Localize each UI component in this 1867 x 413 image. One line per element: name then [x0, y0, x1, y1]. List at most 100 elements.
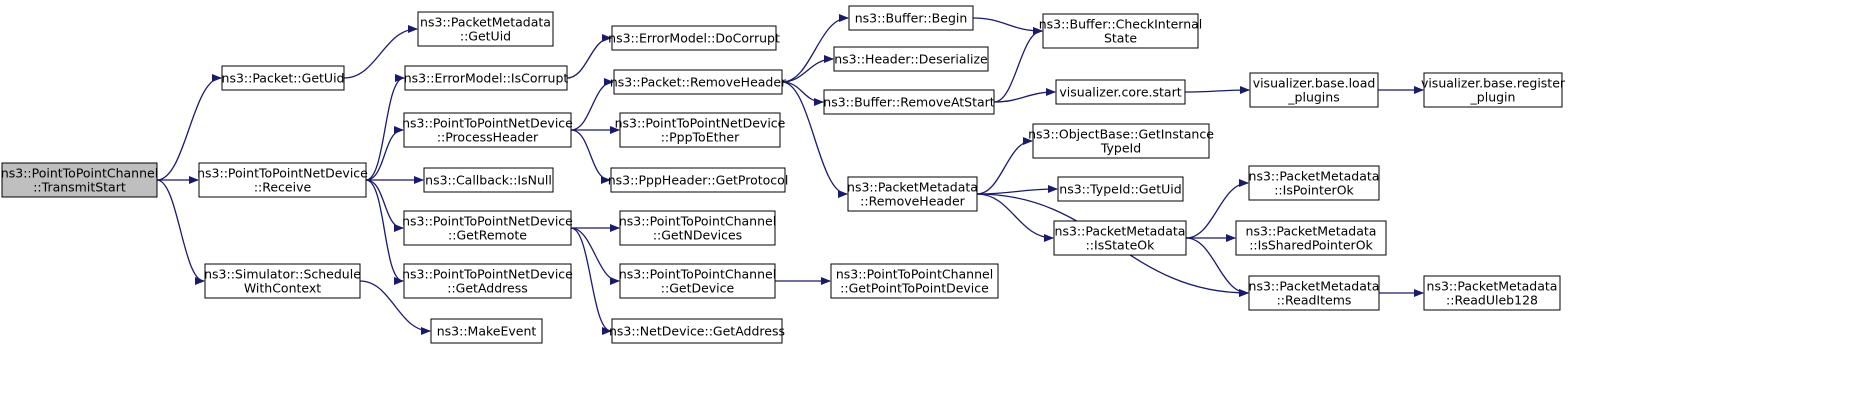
node-p2pnd-getaddress[interactable]: ns3::PointToPointNetDevice::GetAddress: [402, 263, 573, 299]
node-p2pch-getp2pdevice[interactable]: ns3::PointToPointChannel::GetPointToPoin…: [830, 263, 999, 299]
node-label-line: ns3::PacketMetadata: [1249, 169, 1380, 184]
node-label-line: ::IsSharedPointerOk: [1249, 238, 1373, 253]
node-label-line: ns3::PointToPointNetDevice: [615, 116, 786, 131]
node-callback-isnull[interactable]: ns3::Callback::IsNull: [423, 167, 554, 193]
node-box: [847, 176, 978, 212]
node-box: [1423, 72, 1563, 108]
node-p2pch-getndevices[interactable]: ns3::PointToPointChannel::GetNDevices: [619, 210, 776, 246]
edge-pm-isstateok-to-pm-ispointerok: [1185, 179, 1249, 239]
node-box: [1053, 220, 1187, 256]
node-label-line: ns3::PointToPointNetDevice: [402, 214, 573, 229]
node-label-line: ns3::ObjectBase::GetInstance: [1028, 127, 1214, 142]
node-box: [848, 5, 974, 31]
node-label-line: ns3::PointToPointChannel: [619, 214, 776, 229]
node-label-line: ::PppToEther: [661, 130, 740, 145]
node-box: [610, 167, 786, 193]
node-pm-isstateok[interactable]: ns3::PacketMetadata::IsStateOk: [1053, 220, 1187, 256]
node-label-line: ns3::NetDevice::GetAddress: [609, 324, 785, 339]
edge-sim-schedule-to-make-event: [359, 280, 431, 335]
node-header-deserialize[interactable]: ns3::Header::Deserialize: [833, 46, 989, 72]
node-label-line: ns3::Callback::IsNull: [425, 173, 552, 188]
node-box: [1248, 165, 1380, 201]
node-label-line: ns3::PointToPointNetDevice: [402, 116, 573, 131]
node-label-line: ns3::Buffer::RemoveAtStart: [823, 95, 995, 110]
edge-packet-getuid-to-pm-getuid: [343, 25, 418, 79]
node-pm-readitems[interactable]: ns3::PacketMetadata::ReadItems: [1248, 275, 1380, 311]
node-box: [1, 162, 158, 198]
node-p2pnd-getremote[interactable]: ns3::PointToPointNetDevice::GetRemote: [402, 210, 573, 246]
node-label-line: ::GetDevice: [661, 281, 735, 296]
edge: [993, 27, 1043, 103]
node-pm-readuleb128[interactable]: ns3::PacketMetadata::ReadUleb128: [1423, 275, 1561, 311]
node-packet-getuid[interactable]: ns3::Packet::GetUid: [221, 65, 345, 91]
node-label-line: ns3::Buffer::Begin: [855, 11, 968, 26]
edge: [570, 78, 614, 131]
edge-p2pnd-receive-to-em-iscorrupt: [365, 74, 405, 181]
node-buffer-begin[interactable]: ns3::Buffer::Begin: [848, 5, 974, 31]
node-box: [619, 112, 781, 148]
node-label-line: ns3::TypeId::GetUid: [1059, 182, 1181, 197]
node-label-line: ::GetAddress: [447, 281, 527, 296]
node-pppheader-getprotocol[interactable]: ns3::PppHeader::GetProtocol: [608, 167, 789, 193]
node-box: [833, 46, 989, 72]
node-em-docorrupt[interactable]: ns3::ErrorModel::DoCorrupt: [608, 25, 780, 51]
node-vis-base-register[interactable]: visualizer.base.register_plugin: [1421, 72, 1566, 108]
node-transmit-start[interactable]: ns3::PointToPointChannel::TransmitStart: [1, 162, 158, 198]
edge-buffer-begin-to-buffer-checkinternal: [972, 17, 1043, 35]
node-packet-removeheader[interactable]: ns3::Packet::RemoveHeader: [610, 69, 787, 95]
node-box: [403, 112, 572, 148]
node-make-event[interactable]: ns3::MakeEvent: [430, 318, 543, 344]
node-p2pnd-ppptoether[interactable]: ns3::PointToPointNetDevice::PppToEther: [615, 112, 786, 148]
edge-em-iscorrupt-to-em-docorrupt: [566, 34, 612, 79]
edge: [976, 137, 1033, 195]
node-buffer-removeatstart[interactable]: ns3::Buffer::RemoveAtStart: [823, 89, 995, 115]
edge-p2pnd-processheader-to-packet-removeheader: [570, 78, 614, 131]
node-pm-getuid[interactable]: ns3::PacketMetadata::GetUid: [417, 11, 554, 47]
node-label-line: visualizer.base.register: [1421, 76, 1566, 91]
node-pm-ispointerok[interactable]: ns3::PacketMetadata::IsPointerOk: [1248, 165, 1380, 201]
node-p2pnd-receive[interactable]: ns3::PointToPointNetDevice::Receive: [197, 162, 368, 198]
node-p2pch-getdevice[interactable]: ns3::PointToPointChannel::GetDevice: [619, 263, 776, 299]
node-label-line: ::ProcessHeader: [437, 130, 539, 145]
node-vis-core-start[interactable]: visualizer.core.start: [1055, 79, 1186, 105]
node-box: [1042, 13, 1199, 49]
node-pm-issharedpointerok[interactable]: ns3::PacketMetadata::IsSharedPointerOk: [1235, 220, 1387, 256]
node-label-line: ::IsStateOk: [1086, 238, 1156, 253]
node-label-line: ns3::PacketMetadata: [420, 15, 551, 30]
edge: [993, 88, 1056, 103]
node-label-line: ns3::Packet::RemoveHeader: [610, 75, 787, 90]
edge: [156, 179, 205, 285]
edge: [570, 227, 620, 285]
node-vis-base-load[interactable]: visualizer.base.load_plugins: [1249, 72, 1379, 108]
node-label-line: ns3::MakeEvent: [437, 324, 537, 339]
edge: [1185, 179, 1249, 239]
node-em-iscorrupt[interactable]: ns3::ErrorModel::IsCorrupt: [404, 65, 569, 91]
edge: [1185, 237, 1249, 297]
node-pm-removeheader[interactable]: ns3::PacketMetadata::RemoveHeader: [847, 176, 978, 212]
node-p2pnd-processheader[interactable]: ns3::PointToPointNetDevice::ProcessHeade…: [402, 112, 573, 148]
node-box: [423, 167, 554, 193]
node-label-line: ns3::Simulator::Schedule: [204, 267, 361, 282]
node-label-line: ::ReadItems: [1277, 293, 1352, 308]
node-box: [1057, 176, 1184, 202]
node-label-line: State: [1104, 31, 1137, 46]
edge: [343, 25, 418, 79]
node-label-line: _plugin: [1470, 90, 1516, 105]
node-label-line: ns3::PacketMetadata: [1055, 224, 1186, 239]
edge: [781, 81, 848, 198]
node-typeid-getuid[interactable]: ns3::TypeId::GetUid: [1057, 176, 1184, 202]
node-box: [823, 89, 995, 115]
edge: [781, 81, 824, 106]
node-box: [611, 318, 783, 344]
edge: [359, 280, 431, 335]
node-netdevice-getaddress[interactable]: ns3::NetDevice::GetAddress: [609, 318, 785, 344]
node-box: [830, 263, 999, 299]
node-label-line: WithContext: [244, 281, 321, 296]
edge-vis-core-start-to-vis-base-load: [1184, 86, 1250, 95]
node-box: [1055, 79, 1186, 105]
edge-pm-removeheader-to-pm-isstateok: [976, 193, 1054, 242]
